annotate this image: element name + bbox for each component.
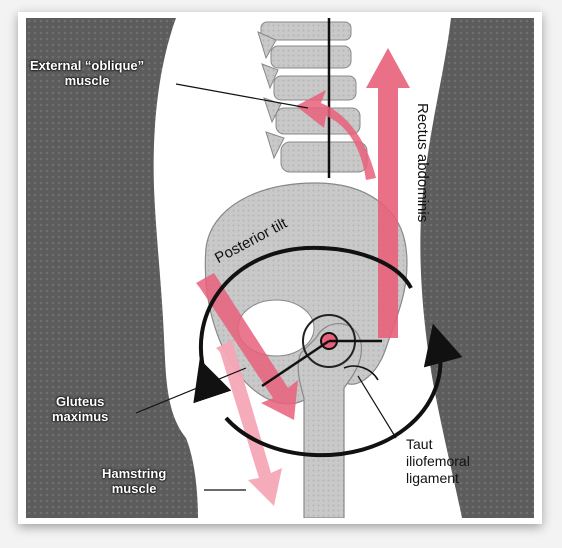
label-gluteus-line2: maximus bbox=[52, 409, 108, 424]
label-external-oblique-line1: External “oblique” bbox=[30, 58, 144, 73]
label-iliofemoral-line2: iliofemoral bbox=[406, 453, 470, 470]
label-hamstring: Hamstring muscle bbox=[102, 466, 166, 496]
label-rectus-abdominis: Rectus abdominis bbox=[414, 103, 431, 222]
pelvis-diagram: External “oblique” muscle Rectus abdomin… bbox=[26, 18, 534, 518]
label-hamstring-line2: muscle bbox=[102, 481, 166, 496]
label-iliofemoral-line1: Taut bbox=[406, 436, 470, 453]
label-iliofemoral: Taut iliofemoral ligament bbox=[406, 436, 470, 487]
label-gluteus-line1: Gluteus bbox=[52, 394, 108, 409]
label-iliofemoral-line3: ligament bbox=[406, 470, 470, 487]
figure-frame: External “oblique” muscle Rectus abdomin… bbox=[18, 12, 542, 524]
label-gluteus-maximus: Gluteus maximus bbox=[52, 394, 108, 424]
label-hamstring-line1: Hamstring bbox=[102, 466, 166, 481]
label-external-oblique: External “oblique” muscle bbox=[30, 58, 144, 88]
label-external-oblique-line2: muscle bbox=[30, 73, 144, 88]
